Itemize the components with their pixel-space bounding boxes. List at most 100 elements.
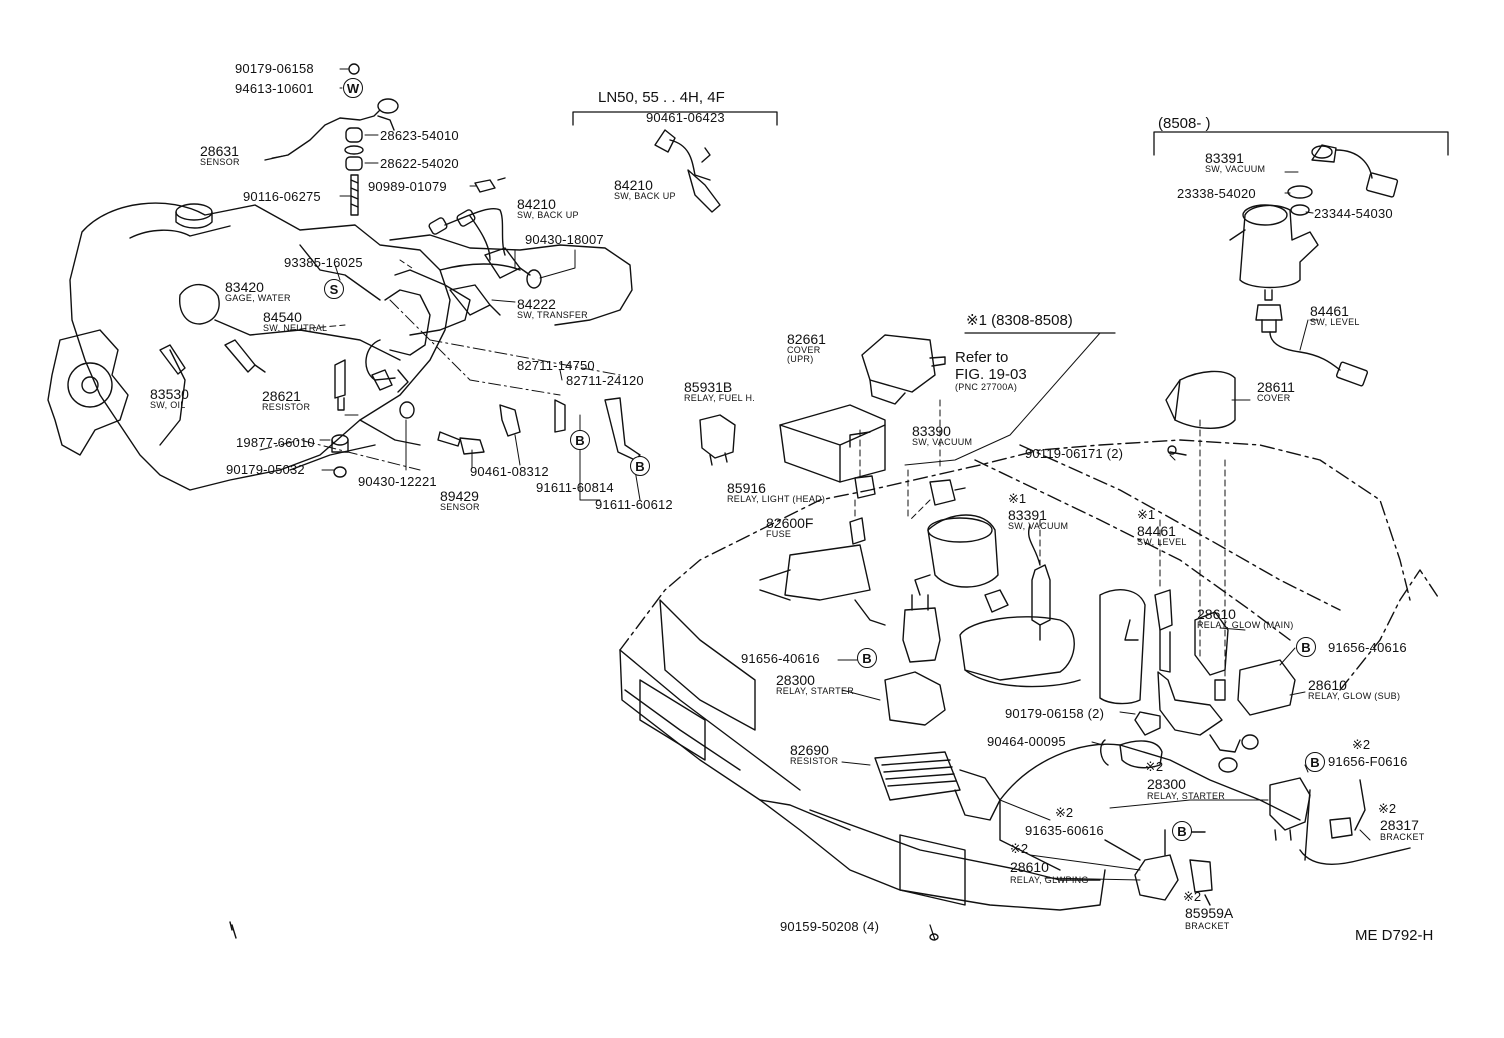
part-90179-06158-2: 90179-06158 (2) bbox=[1005, 706, 1105, 721]
diagram-id: ME D792-H bbox=[1355, 927, 1434, 944]
part-82600f: 82600F bbox=[766, 515, 814, 531]
part-28623-54010: 28623-54010 bbox=[380, 128, 459, 143]
part-28300-b: 28300 bbox=[1147, 776, 1186, 792]
part-82661: 82661 bbox=[787, 331, 826, 347]
part-82711-24120: 82711-24120 bbox=[566, 373, 644, 388]
star2-91635: ※2 bbox=[1055, 805, 1074, 820]
part-90464-00095: 90464-00095 bbox=[987, 734, 1066, 749]
part-90461-06423: 90461-06423 bbox=[646, 110, 725, 125]
switch-illustrations bbox=[159, 129, 721, 478]
part-28611-desc: COVER bbox=[1257, 393, 1291, 403]
part-28631-desc: SENSOR bbox=[200, 157, 240, 167]
part-90989-01079: 90989-01079 bbox=[368, 179, 447, 194]
part-90430-12221: 90430-12221 bbox=[358, 474, 437, 489]
part-23344-54030: 23344-54030 bbox=[1314, 206, 1393, 221]
part-19877-66010: 19877-66010 bbox=[236, 435, 315, 450]
part-83390-desc: SW, VACUUM bbox=[912, 437, 973, 447]
part-28610-glwping: 28610 bbox=[1010, 859, 1049, 875]
part-28621-desc: RESISTOR bbox=[262, 402, 311, 412]
part-90179-06158: 90179-06158 bbox=[235, 61, 314, 76]
part-83391-b: 83391 bbox=[1008, 507, 1047, 523]
refer-line1: Refer to bbox=[955, 349, 1009, 366]
part-84461-a-desc: SW, LEVEL bbox=[1310, 317, 1360, 327]
part-83390: 83390 bbox=[912, 423, 951, 439]
part-89429-desc: SENSOR bbox=[440, 502, 480, 512]
note-star1: ※1 (8308-8508) bbox=[966, 312, 1073, 329]
part-85916: 85916 bbox=[727, 480, 766, 496]
part-28300-b-desc: RELAY, STARTER bbox=[1147, 791, 1226, 801]
part-85916-desc: RELAY, LIGHT (HEAD) bbox=[727, 494, 826, 504]
part-85959a-desc: BRACKET bbox=[1185, 921, 1230, 931]
part-90179-05032: 90179-05032 bbox=[226, 462, 305, 477]
part-28610-main-desc: RELAY, GLOW (MAIN) bbox=[1197, 620, 1294, 630]
star1-84461: ※1 bbox=[1137, 507, 1156, 522]
part-82661-desc: COVER bbox=[787, 345, 821, 355]
part-83391-a-desc: SW, VACUUM bbox=[1205, 164, 1266, 174]
part-91656-f0616: 91656-F0616 bbox=[1328, 754, 1408, 769]
part-83530-desc: SW, OIL bbox=[150, 400, 186, 410]
part-28317-desc: BRACKET bbox=[1380, 832, 1425, 842]
part-83391-b-desc: SW, VACUUM bbox=[1008, 521, 1069, 531]
part-84461-a: 84461 bbox=[1310, 303, 1349, 319]
part-82600f-desc: FUSE bbox=[766, 529, 792, 539]
star1-83391: ※1 bbox=[1008, 491, 1027, 506]
part-82690: 82690 bbox=[790, 742, 829, 758]
refer-line2: FIG. 19-03 bbox=[955, 366, 1027, 383]
part-82661-desc2: (UPR) bbox=[787, 354, 814, 364]
engine-illustration bbox=[47, 202, 633, 491]
part-91635-60616: 91635-60616 bbox=[1025, 823, 1104, 838]
part-28300-a-desc: RELAY, STARTER bbox=[776, 686, 855, 696]
marker-b-1: B bbox=[570, 430, 590, 450]
part-23338-54020: 23338-54020 bbox=[1177, 186, 1256, 201]
part-28610-main: 28610 bbox=[1197, 606, 1236, 622]
part-84222-desc: SW, TRANSFER bbox=[517, 310, 588, 320]
part-94613-10601: 94613-10601 bbox=[235, 81, 314, 96]
marker-b-4: B bbox=[857, 648, 877, 668]
part-84461-b-desc: SW, LEVEL bbox=[1137, 537, 1187, 547]
part-83391-a: 83391 bbox=[1205, 150, 1244, 166]
dashed-leaders bbox=[854, 399, 1226, 701]
star2-91656: ※2 bbox=[1352, 737, 1371, 752]
sensor-stack-illustration bbox=[264, 63, 506, 216]
part-82711-14750: 82711-14750 bbox=[517, 358, 595, 373]
part-28622-54020: 28622-54020 bbox=[380, 156, 459, 171]
part-28610-sub-desc: RELAY, GLOW (SUB) bbox=[1308, 691, 1401, 701]
part-28611: 28611 bbox=[1257, 379, 1295, 395]
part-84210-a-desc: SW, BACK UP bbox=[517, 210, 579, 220]
part-90119-06171: 90119-06171 (2) bbox=[1025, 446, 1124, 461]
part-84461-b: 84461 bbox=[1137, 523, 1176, 539]
star2-28300: ※2 bbox=[1145, 759, 1164, 774]
part-84210-b-desc: SW, BACK UP bbox=[614, 191, 676, 201]
part-91611-60814: 91611-60814 bbox=[536, 480, 614, 495]
part-91611-60612: 91611-60612 bbox=[595, 497, 673, 512]
part-84222: 84222 bbox=[517, 296, 556, 312]
part-90159-50208: 90159-50208 (4) bbox=[780, 919, 880, 934]
marker-b-5: B bbox=[1305, 752, 1325, 772]
part-84540: 84540 bbox=[263, 309, 302, 325]
part-28610-sub: 28610 bbox=[1308, 677, 1347, 693]
part-84540-desc: SW, NEUTRAL bbox=[263, 323, 328, 333]
part-28621: 28621 bbox=[262, 388, 301, 404]
part-28631: 28631 bbox=[200, 143, 239, 159]
part-91656-40616-a: 91656-40616 bbox=[1328, 640, 1407, 655]
star2-28610: ※2 bbox=[1010, 841, 1029, 856]
part-85959a: 85959A bbox=[1185, 905, 1234, 921]
star2-28317: ※2 bbox=[1378, 801, 1397, 816]
vehicle-body-illustration bbox=[619, 439, 1441, 911]
part-90430-18007: 90430-18007 bbox=[525, 232, 604, 247]
part-90461-08312: 90461-08312 bbox=[470, 464, 549, 479]
marker-w: W bbox=[343, 78, 363, 98]
part-84210-a: 84210 bbox=[517, 196, 556, 212]
part-28610-glwping-desc: RELAY, GLWPING bbox=[1010, 875, 1089, 885]
marker-s: S bbox=[324, 279, 344, 299]
part-85931b-desc: RELAY, FUEL H. bbox=[684, 393, 756, 403]
part-82690-desc: RESISTOR bbox=[790, 756, 839, 766]
part-89429: 89429 bbox=[440, 488, 479, 504]
part-83420-desc: GAGE, WATER bbox=[225, 293, 291, 303]
level-switch-illustration bbox=[1165, 144, 1399, 456]
part-83530: 83530 bbox=[150, 386, 189, 402]
refer-line3: (PNC 27700A) bbox=[955, 382, 1018, 392]
star2-85959a: ※2 bbox=[1183, 889, 1202, 904]
